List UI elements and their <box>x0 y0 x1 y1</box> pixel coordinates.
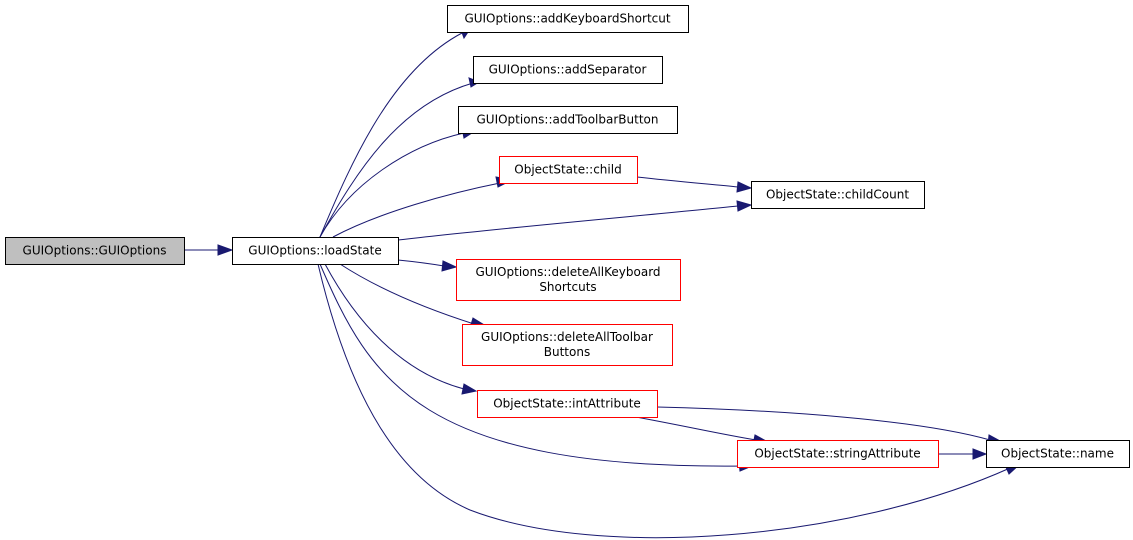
node-label: ObjectState::name <box>1001 447 1114 461</box>
node-label: GUIOptions::addSeparator <box>489 63 647 77</box>
node-box <box>5 237 185 265</box>
node-label: Buttons <box>544 345 590 359</box>
edge-line <box>319 82 474 238</box>
edge-object-state-string-attribute-to-object-state-name <box>938 448 988 460</box>
edge-arrowhead <box>441 260 458 272</box>
edge-gui-options-ctor-to-load-state <box>184 244 234 256</box>
edge-line <box>319 132 465 238</box>
edge-line <box>397 205 739 241</box>
edge-line <box>332 182 501 238</box>
edge-line <box>319 263 746 467</box>
node-label: GUIOptions::addToolbarButton <box>476 113 658 127</box>
nodes-layer: GUIOptions::GUIOptions GUIOptions::loadSt… <box>5 5 1130 468</box>
node-box <box>499 156 638 184</box>
node-object-state-child-count[interactable]: ObjectState::childCount <box>751 181 925 209</box>
node-label: Shortcuts <box>539 280 596 294</box>
node-label: GUIOptions::deleteAllToolbar <box>481 330 653 344</box>
edge-load-state-to-add-toolbar-button <box>319 127 477 238</box>
edge-load-state-to-object-state-child-count <box>397 200 753 241</box>
node-label: GUIOptions::loadState <box>248 244 381 258</box>
node-gui-options-ctor: GUIOptions::GUIOptions <box>5 237 185 265</box>
node-box <box>477 390 658 418</box>
edge-arrowhead <box>217 244 234 256</box>
edge-object-state-child-to-object-state-child-count <box>636 176 753 193</box>
edge-arrowhead <box>972 448 988 460</box>
edge-line <box>636 176 739 188</box>
edge-line <box>324 263 465 390</box>
node-box <box>986 440 1130 468</box>
node-add-separator[interactable]: GUIOptions::addSeparator <box>473 56 663 84</box>
edge-line <box>339 263 475 325</box>
edge-line <box>319 32 463 238</box>
node-load-state[interactable]: GUIOptions::loadState <box>232 237 399 265</box>
node-label: ObjectState::childCount <box>766 188 909 202</box>
edge-arrowhead <box>461 383 478 395</box>
node-object-state-child[interactable]: ObjectState::child <box>499 156 638 184</box>
edge-load-state-to-add-separator <box>319 77 481 238</box>
node-label: GUIOptions::addKeyboardShortcut <box>464 12 670 26</box>
node-box <box>737 440 939 468</box>
node-label: ObjectState::child <box>514 163 621 177</box>
edge-object-state-int-attribute-to-object-state-name <box>656 406 1004 446</box>
node-object-state-int-attribute[interactable]: ObjectState::intAttribute <box>477 390 658 418</box>
node-box <box>473 56 663 84</box>
edge-load-state-to-object-state-child <box>332 176 514 238</box>
edge-line <box>317 263 1011 539</box>
node-label: GUIOptions::GUIOptions <box>23 244 167 258</box>
edge-load-state-to-object-state-int-attribute <box>324 263 478 395</box>
node-box <box>462 324 673 366</box>
node-object-state-string-attribute[interactable]: ObjectState::stringAttribute <box>737 440 939 468</box>
node-box <box>458 106 678 134</box>
edge-arrowhead <box>736 181 753 193</box>
edge-load-state-to-delete-all-keyboard-shortcuts <box>397 259 458 272</box>
node-label: ObjectState::intAttribute <box>493 397 641 411</box>
node-box <box>751 181 925 209</box>
node-object-state-name[interactable]: ObjectState::name <box>986 440 1130 468</box>
edge-line <box>397 259 445 267</box>
node-add-toolbar-button[interactable]: GUIOptions::addToolbarButton <box>458 106 678 134</box>
node-add-keyboard-shortcut[interactable]: GUIOptions::addKeyboardShortcut <box>447 5 689 33</box>
node-label: ObjectState::stringAttribute <box>754 447 920 461</box>
node-box <box>232 237 399 265</box>
edge-arrowhead <box>736 200 753 212</box>
node-box <box>447 5 689 33</box>
node-box <box>456 259 681 301</box>
edge-load-state-to-object-state-name <box>317 263 1022 539</box>
edge-line <box>656 406 991 441</box>
edge-line <box>635 416 757 441</box>
node-label: GUIOptions::deleteAllKeyboard <box>475 265 660 279</box>
